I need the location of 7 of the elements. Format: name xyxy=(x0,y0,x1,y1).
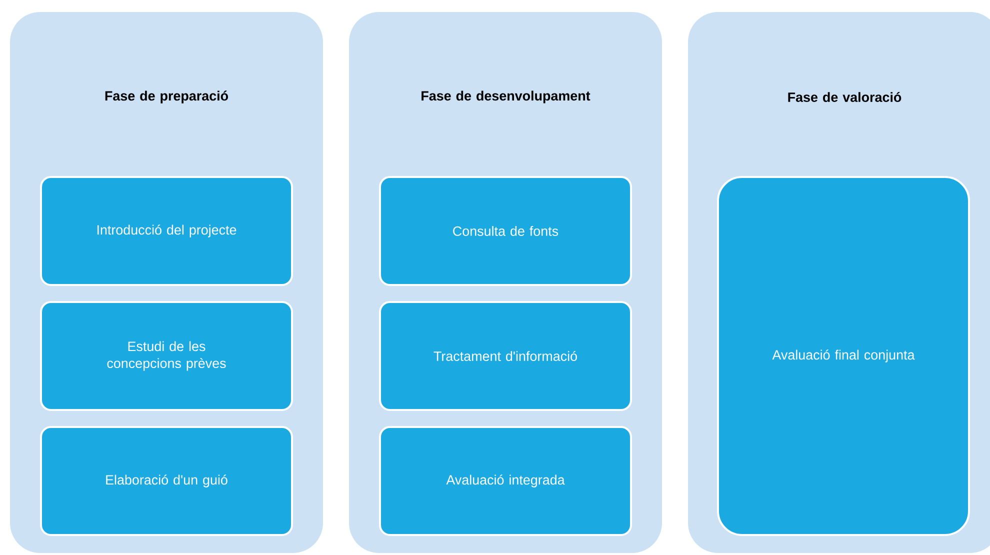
step-box: Estudi de les concepcions prèves xyxy=(40,300,293,411)
step-box: Avaluació integrada xyxy=(379,426,632,536)
step-box: Elaboració d'un guió xyxy=(40,426,293,536)
step-box: Consulta de fonts xyxy=(379,176,632,286)
step-box: Introducció del projecte xyxy=(40,176,293,286)
step-box: Avaluació final conjunta xyxy=(717,176,970,536)
step-box: Tractament d'informació xyxy=(379,300,632,411)
